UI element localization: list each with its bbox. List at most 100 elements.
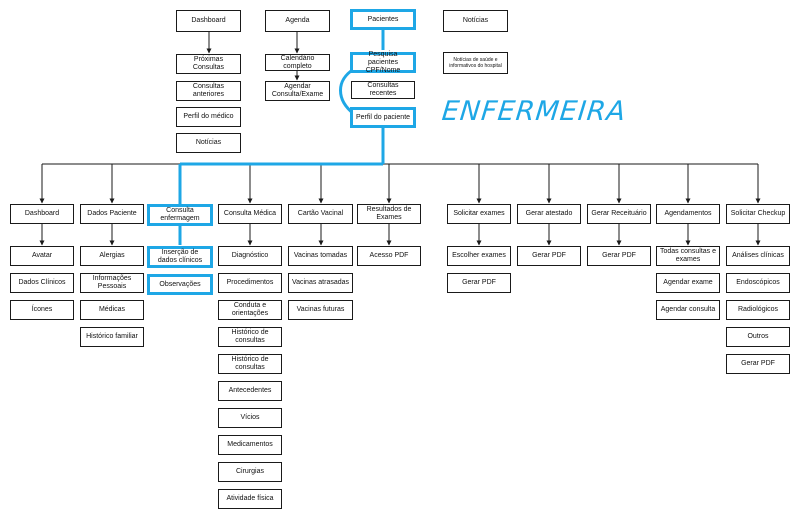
- nav-noticias[interactable]: Notícias: [443, 10, 508, 32]
- list-item-label: Observações: [159, 280, 201, 288]
- dashboard-item-perfil-medico[interactable]: Perfil do médico: [176, 107, 241, 127]
- noticias-item-informativos[interactable]: Notícias de saúde e informativos do hosp…: [443, 52, 508, 74]
- profile-section-gerar-receituario[interactable]: Gerar Receituário: [587, 204, 651, 224]
- list-item-label: Acesso PDF: [369, 252, 409, 259]
- dashboard-item-label: Próximas Consultas: [192, 56, 225, 71]
- profile-section-solicitar-checkup[interactable]: Solicitar Checkup: [726, 204, 790, 224]
- nav-dashboard-label: Dashboard: [191, 17, 226, 24]
- list-item-label: Vícios: [240, 414, 260, 421]
- list-item[interactable]: Gerar PDF: [726, 354, 790, 374]
- agenda-item-calendario[interactable]: Calendário completo: [265, 54, 330, 71]
- list-item-label: Gerar PDF: [602, 252, 636, 259]
- list-item[interactable]: Todas consultas e exames: [656, 246, 720, 266]
- profile-section-gerar-atestado[interactable]: Gerar atestado: [517, 204, 581, 224]
- list-item[interactable]: Acesso PDF: [357, 246, 421, 266]
- profile-section-label: Dados Paciente: [87, 210, 137, 217]
- list-item[interactable]: Diagnóstico: [218, 246, 282, 266]
- list-item[interactable]: Médicas: [80, 300, 144, 320]
- nav-dashboard[interactable]: Dashboard: [176, 10, 241, 32]
- role-annotation: ENFERMEIRA: [440, 96, 628, 127]
- list-item[interactable]: Avatar: [10, 246, 74, 266]
- list-item-label: Todas consultas e exames: [659, 248, 717, 263]
- list-item[interactable]: Gerar PDF: [447, 273, 511, 293]
- profile-section-cartao-vacinal[interactable]: Cartão Vacinal: [288, 204, 353, 224]
- pacientes-item-perfil[interactable]: Perfil do paciente: [350, 107, 416, 128]
- list-item-label: Dados Clínicos: [18, 279, 66, 286]
- list-item-label: Gerar PDF: [532, 252, 566, 259]
- list-item[interactable]: Cirurgias: [218, 462, 282, 482]
- pacientes-item-consultas-recentes[interactable]: Consultas recentes: [351, 81, 415, 99]
- profile-section-solicitar-exames[interactable]: Solicitar exames: [447, 204, 511, 224]
- dashboard-item-proximas-consultas[interactable]: Próximas Consultas: [176, 54, 241, 74]
- profile-section-consulta-medica[interactable]: Consulta Médica: [218, 204, 282, 224]
- list-item[interactable]: Antecedentes: [218, 381, 282, 401]
- list-item[interactable]: Dados Clínicos: [10, 273, 74, 293]
- list-item[interactable]: Histórico de consultas: [218, 354, 282, 374]
- list-item[interactable]: Outros: [726, 327, 790, 347]
- dashboard-item-label: Consultas anteriores: [192, 83, 225, 98]
- list-item[interactable]: Vacinas atrasadas: [288, 273, 353, 293]
- pacientes-item-pesquisa[interactable]: Pesquisa pacientes CPF/Nome: [350, 50, 416, 74]
- pacientes-item-label: Pesquisa pacientes CPF/Nome: [365, 50, 401, 74]
- list-item[interactable]: Vacinas futuras: [288, 300, 353, 320]
- profile-section-dashboard[interactable]: Dashboard: [10, 204, 74, 224]
- list-item[interactable]: Escolher exames: [447, 246, 511, 266]
- list-item[interactable]: Agendar consulta: [656, 300, 720, 320]
- profile-section-label: Gerar atestado: [525, 210, 573, 217]
- list-item-label: Vacinas futuras: [296, 306, 345, 313]
- list-item[interactable]: Ícones: [10, 300, 74, 320]
- list-item[interactable]: Vacinas tomadas: [288, 246, 353, 266]
- list-item[interactable]: Procedimentos: [218, 273, 282, 293]
- list-item-label: Histórico de consultas: [231, 329, 269, 344]
- list-item[interactable]: Alergias: [80, 246, 144, 266]
- list-item-label: Vacinas tomadas: [293, 252, 348, 259]
- list-item[interactable]: Informações Pessoais: [80, 273, 144, 293]
- profile-section-label: Solicitar exames: [453, 210, 505, 217]
- list-item[interactable]: Agendar exame: [656, 273, 720, 293]
- profile-section-label: Resultados de Exames: [366, 206, 412, 221]
- profile-section-resultados-exames[interactable]: Resultados de Exames: [357, 204, 421, 224]
- list-item-label: Gerar PDF: [462, 279, 496, 286]
- list-item-label: Informações Pessoais: [92, 275, 132, 290]
- list-item[interactable]: Atividade física: [218, 489, 282, 509]
- profile-section-dados-paciente[interactable]: Dados Paciente: [80, 204, 144, 224]
- list-item-label: Inserção de dados clínicos: [157, 249, 203, 264]
- list-item[interactable]: Radiológicos: [726, 300, 790, 320]
- agenda-item-agendar[interactable]: Agendar Consulta/Exame: [265, 81, 330, 101]
- profile-section-agendamentos[interactable]: Agendamentos: [656, 204, 720, 224]
- nav-pacientes-label: Pacientes: [367, 15, 399, 23]
- profile-section-label: Consulta enfermagem: [160, 207, 200, 222]
- dashboard-item-consultas-anteriores[interactable]: Consultas anteriores: [176, 81, 241, 101]
- list-item[interactable]: Gerar PDF: [517, 246, 581, 266]
- profile-section-label: Consulta Médica: [223, 210, 277, 217]
- list-item[interactable]: Conduta e orientações: [218, 300, 282, 320]
- nav-noticias-label: Notícias: [462, 17, 489, 24]
- list-item[interactable]: Vícios: [218, 408, 282, 428]
- list-item-label: Agendar consulta: [660, 306, 716, 313]
- list-item[interactable]: Histórico familiar: [80, 327, 144, 347]
- dashboard-item-label: Notícias: [195, 139, 222, 146]
- list-item[interactable]: Medicamentos: [218, 435, 282, 455]
- noticias-item-label: Notícias de saúde e informativos do hosp…: [449, 57, 502, 69]
- list-item-label: Alergias: [99, 252, 125, 259]
- list-item-label: Conduta e orientações: [231, 302, 269, 317]
- list-item-label: Cirurgias: [235, 468, 264, 475]
- nav-agenda[interactable]: Agenda: [265, 10, 330, 32]
- list-item[interactable]: Observações: [147, 274, 213, 295]
- pacientes-item-label: Consultas recentes: [367, 82, 399, 97]
- list-item[interactable]: Inserção de dados clínicos: [147, 246, 213, 268]
- list-item[interactable]: Histórico de consultas: [218, 327, 282, 347]
- nav-pacientes[interactable]: Pacientes: [350, 9, 416, 30]
- list-item-label: Histórico familiar: [86, 333, 138, 340]
- list-item[interactable]: Análises clínicas: [726, 246, 790, 266]
- profile-section-consulta-enfermagem[interactable]: Consulta enfermagem: [147, 204, 213, 226]
- list-item[interactable]: Endoscópicos: [726, 273, 790, 293]
- list-item[interactable]: Gerar PDF: [587, 246, 651, 266]
- list-item-label: Medicamentos: [227, 441, 273, 448]
- list-item-label: Análises clínicas: [732, 252, 784, 259]
- agenda-item-label: Calendário completo: [280, 54, 315, 70]
- dashboard-item-label: Perfil do médico: [183, 113, 234, 120]
- list-item-label: Procedimentos: [226, 279, 274, 286]
- dashboard-item-noticias[interactable]: Notícias: [176, 133, 241, 153]
- list-item-label: Escolher exames: [452, 252, 506, 259]
